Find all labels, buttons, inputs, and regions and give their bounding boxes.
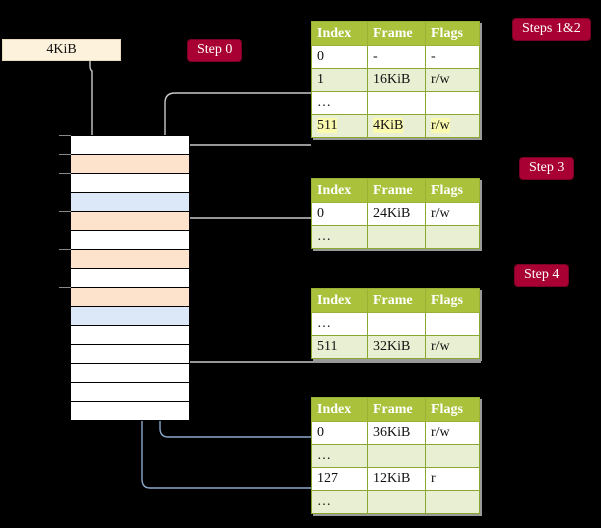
cell-flags: -: [425, 45, 480, 69]
cell-flags: [425, 312, 480, 336]
memory-cell-tick-0: [59, 135, 71, 136]
cell-index: 1: [311, 68, 368, 92]
badge-steps12: Steps 1&2: [513, 19, 590, 40]
cell-frame: [367, 444, 426, 468]
cell-flags: [425, 225, 480, 249]
highlighted-value: r/w: [431, 118, 450, 133]
badge-step4: Step 4: [515, 265, 569, 286]
table-row[interactable]: 511 4KiB r/w: [311, 114, 480, 138]
cell-flags: r/w: [425, 202, 480, 226]
cell-index: 511: [311, 335, 368, 359]
table-row[interactable]: …: [311, 225, 480, 249]
cell-index: …: [311, 91, 368, 115]
memory-cell-1: [59, 154, 189, 174]
memory-cell-12: [71, 364, 189, 383]
cell-frame: 24KiB: [367, 202, 426, 226]
memory-cell-tick-4: [59, 211, 71, 212]
cell-frame: 12KiB: [367, 467, 426, 491]
memory-cell-tick-8: [59, 287, 71, 288]
column-header-frame: Frame: [367, 21, 426, 46]
memory-cell-5: [71, 231, 189, 250]
memory-cell-3: [71, 193, 189, 212]
memory-cell-4: [59, 211, 189, 231]
column-header-index: Index: [311, 397, 368, 422]
memory-cell-14: [71, 402, 189, 421]
cell-index: …: [311, 312, 368, 336]
column-header-index: Index: [311, 288, 368, 313]
memory-cell-9: [71, 307, 189, 326]
cell-frame: [367, 490, 426, 514]
cell-flags: r/w: [425, 68, 480, 92]
memory-cell-11: [71, 345, 189, 364]
cell-flags: r/w: [425, 421, 480, 445]
cell-frame: [367, 312, 426, 336]
cell-flags: r: [425, 467, 480, 491]
memory-cell-13: [71, 383, 189, 402]
memory-cell-tick-1: [59, 154, 71, 155]
cell-index: …: [311, 490, 368, 514]
table-row[interactable]: …: [311, 490, 480, 514]
column-header-flags: Flags: [425, 178, 480, 203]
cell-frame: 16KiB: [367, 68, 426, 92]
badge-step0: Step 0: [188, 40, 242, 61]
highlighted-value: 511: [317, 118, 338, 133]
memory-cell-10: [71, 326, 189, 345]
column-header-index: Index: [311, 178, 368, 203]
cell-frame: 4KiB: [367, 114, 426, 138]
cell-flags: r/w: [425, 114, 480, 138]
column-header-flags: Flags: [425, 21, 480, 46]
column-header-frame: Frame: [367, 178, 426, 203]
cell-flags: [425, 91, 480, 115]
cell-frame: [367, 91, 426, 115]
cell-index: 0: [311, 45, 368, 69]
cell-index: 127: [311, 467, 368, 491]
table-row[interactable]: …: [311, 312, 480, 336]
column-header-index: Index: [311, 21, 368, 46]
highlighted-value: 4KiB: [373, 118, 404, 133]
offset-box: 4KiB: [2, 39, 121, 61]
memory-cell-tick-6: [59, 249, 71, 250]
memory-cell-8: [59, 287, 189, 307]
cell-flags: [425, 444, 480, 468]
column-header-flags: Flags: [425, 288, 480, 313]
cell-flags: r/w: [425, 335, 480, 359]
memory-cell-2: [59, 173, 189, 193]
memory-cell-7: [71, 269, 189, 288]
cell-index: 0: [311, 421, 368, 445]
cell-frame: [367, 225, 426, 249]
cell-frame: -: [367, 45, 426, 69]
memory-cell-0: [59, 135, 189, 155]
badge-step3: Step 3: [520, 158, 574, 179]
table-row[interactable]: 0--: [311, 45, 480, 69]
physical-memory-column: [59, 135, 190, 421]
memory-cell-tick-2: [59, 173, 71, 174]
cell-index: …: [311, 225, 368, 249]
column-header-frame: Frame: [367, 397, 426, 422]
cell-frame: 32KiB: [367, 335, 426, 359]
memory-cell-6: [59, 249, 189, 269]
column-header-frame: Frame: [367, 288, 426, 313]
cell-index: 511: [311, 114, 368, 138]
table-row[interactable]: …: [311, 444, 480, 468]
cell-flags: [425, 490, 480, 514]
table-row[interactable]: …: [311, 91, 480, 115]
cell-frame: 36KiB: [367, 421, 426, 445]
cell-index: 0: [311, 202, 368, 226]
cell-index: …: [311, 444, 368, 468]
column-header-flags: Flags: [425, 397, 480, 422]
